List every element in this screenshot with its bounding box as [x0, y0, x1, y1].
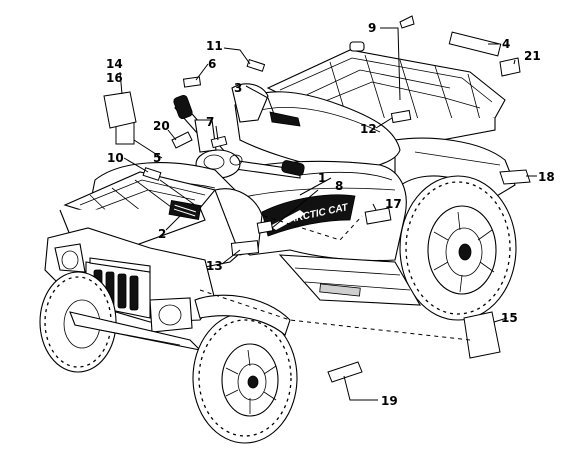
decal-21 — [499, 57, 521, 77]
callout-14: 14 — [106, 57, 123, 71]
decal-3-tank — [269, 111, 301, 127]
callout-8: 8 — [335, 179, 343, 193]
callout-17: 17 — [385, 197, 402, 211]
callout-2: 2 — [158, 227, 166, 241]
decal-1-side-graphic — [261, 194, 356, 237]
callout-7: 7 — [206, 115, 214, 129]
callout-16: 16 — [106, 71, 123, 85]
callout-19: 19 — [381, 394, 398, 408]
decal-10 — [142, 167, 162, 181]
decal-18 — [499, 169, 531, 185]
decal-14-16 — [103, 91, 137, 129]
callouts: 1 2 3 4 5 6 7 8 9 10 11 12 13 14 15 16 1… — [106, 21, 555, 408]
leader-lines — [119, 27, 537, 401]
callout-15: 15 — [501, 311, 518, 325]
seat-and-tank — [231, 83, 401, 170]
decals: ARCTIC CAT — [103, 15, 531, 383]
decal-8 — [256, 220, 274, 234]
callout-18: 18 — [538, 170, 555, 184]
callout-3: 3 — [234, 81, 242, 95]
callout-6: 6 — [208, 57, 216, 71]
rear-wheel — [399, 175, 517, 321]
callout-5: 5 — [153, 151, 161, 165]
decal-12 — [390, 109, 412, 124]
callout-4: 4 — [502, 37, 510, 51]
decal-4 — [448, 31, 502, 57]
decal-15 — [463, 311, 501, 359]
decal-9 — [399, 15, 415, 29]
decal-17 — [364, 207, 392, 225]
decal-6 — [182, 76, 202, 88]
footrest — [278, 254, 421, 306]
callout-9: 9 — [368, 21, 376, 35]
callout-11: 11 — [206, 39, 223, 53]
callout-10: 10 — [107, 151, 124, 165]
callout-1: 1 — [318, 171, 326, 185]
decal-19 — [327, 361, 363, 383]
decal-11 — [246, 59, 266, 72]
callout-20: 20 — [153, 119, 170, 133]
callout-12: 12 — [360, 122, 377, 136]
callout-13: 13 — [206, 259, 223, 273]
callout-21: 21 — [524, 49, 541, 63]
decal-20 — [171, 131, 193, 149]
front-right-wheel — [192, 294, 298, 444]
